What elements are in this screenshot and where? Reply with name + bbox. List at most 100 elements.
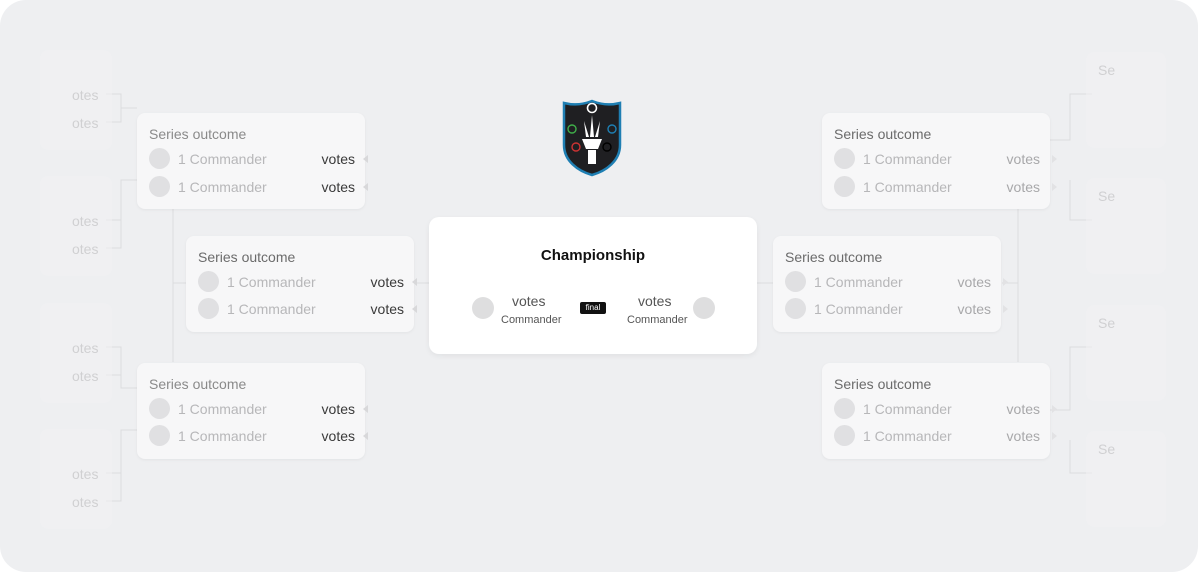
contender-name: 1 Commander: [227, 301, 316, 317]
connector-notch: [1052, 432, 1057, 440]
votes-label: votes: [512, 293, 546, 309]
ghost-title-label: Se: [1098, 315, 1116, 331]
contender-name: 1 Commander: [178, 401, 267, 417]
series-row[interactable]: 1 Commander votes: [149, 398, 368, 420]
contender-name: 1 Commander: [178, 151, 267, 167]
ghost-card: [1086, 305, 1166, 401]
series-row[interactable]: 1 Commander votes: [785, 271, 1008, 293]
votes-label: votes: [1006, 401, 1040, 417]
avatar: [472, 297, 494, 319]
votes-label: votes: [321, 151, 355, 167]
ghost-title-label: Se: [1098, 441, 1116, 457]
votes-label: votes: [321, 401, 355, 417]
contender-name: Commander: [501, 314, 562, 326]
championship-card[interactable]: Championship votes Commander final votes…: [429, 217, 757, 354]
avatar: [834, 398, 855, 419]
votes-label: votes: [1006, 151, 1040, 167]
votes-label: votes: [370, 301, 404, 317]
ghost-votes-label: otes: [72, 368, 99, 384]
contender-name: 1 Commander: [863, 401, 952, 417]
ghost-title-label: Se: [1098, 62, 1116, 78]
avatar: [834, 176, 855, 197]
avatar: [785, 271, 806, 292]
ghost-votes-label: otes: [72, 241, 99, 257]
series-title: Series outcome: [149, 376, 247, 392]
series-row[interactable]: 1 Commander votes: [198, 271, 417, 293]
ghost-votes-label: otes: [72, 494, 99, 510]
connector-notch: [1003, 278, 1008, 286]
championship-title: Championship: [540, 247, 646, 264]
votes-label: votes: [370, 274, 404, 290]
connector-notch: [363, 405, 368, 413]
votes-label: votes: [321, 428, 355, 444]
ghost-card: [40, 50, 112, 150]
ghost-votes-label: otes: [72, 115, 99, 131]
ghost-card: [40, 303, 112, 403]
series-row[interactable]: 1 Commander votes: [149, 425, 368, 447]
connector-notch: [412, 278, 417, 286]
votes-label: votes: [957, 274, 991, 290]
series-title: Series outcome: [834, 376, 932, 392]
contender-name: 1 Commander: [178, 428, 267, 444]
series-row[interactable]: 1 Commander votes: [834, 148, 1057, 170]
series-card-right-bottom[interactable]: Series outcome 1 Commander votes 1 Comma…: [822, 363, 1057, 459]
series-card-right-mid[interactable]: Series outcome 1 Commander votes 1 Comma…: [773, 236, 1008, 332]
contender-name: 1 Commander: [178, 179, 267, 195]
series-title: Series outcome: [834, 126, 932, 142]
connector-notch: [363, 155, 368, 163]
ghost-votes-label: otes: [72, 87, 99, 103]
series-title: Series outcome: [149, 126, 247, 142]
ghost-card: [40, 176, 112, 276]
ghost-card: [1086, 178, 1166, 274]
ghost-votes-label: otes: [72, 340, 99, 356]
avatar: [149, 176, 170, 197]
final-badge: final: [580, 302, 606, 314]
series-title: Series outcome: [198, 249, 296, 265]
avatar: [198, 271, 219, 292]
connector-notch: [1052, 183, 1057, 191]
connector-notch: [363, 183, 368, 191]
contender-name: 1 Commander: [814, 274, 903, 290]
series-card-left-top[interactable]: Series outcome 1 Commander votes 1 Comma…: [137, 113, 368, 209]
series-row[interactable]: 1 Commander votes: [149, 176, 368, 198]
connector-notch: [412, 305, 417, 313]
ghost-card: [1086, 431, 1166, 527]
avatar: [834, 425, 855, 446]
avatar: [785, 298, 806, 319]
votes-label: votes: [321, 179, 355, 195]
series-row[interactable]: 1 Commander votes: [834, 176, 1057, 198]
contender-name: Commander: [627, 314, 688, 326]
series-row[interactable]: 1 Commander votes: [149, 148, 368, 170]
ghost-votes-label: otes: [72, 466, 99, 482]
avatar: [693, 297, 715, 319]
connector-notch: [1052, 405, 1057, 413]
ghost-card: [1086, 52, 1166, 148]
ghost-card: [40, 429, 112, 529]
votes-label: votes: [957, 301, 991, 317]
series-row[interactable]: 1 Commander votes: [834, 398, 1057, 420]
avatar: [149, 398, 170, 419]
contender-name: 1 Commander: [227, 274, 316, 290]
avatar: [149, 148, 170, 169]
votes-label: votes: [638, 293, 672, 309]
ghost-title-label: Se: [1098, 188, 1116, 204]
series-row[interactable]: 1 Commander votes: [834, 425, 1057, 447]
contender-name: 1 Commander: [863, 179, 952, 195]
series-card-right-top[interactable]: Series outcome 1 Commander votes 1 Comma…: [822, 113, 1057, 209]
series-card-left-bottom[interactable]: Series outcome 1 Commander votes 1 Comma…: [137, 363, 368, 459]
series-row[interactable]: 1 Commander votes: [198, 298, 417, 320]
league-shield-logo: [562, 99, 622, 177]
contender-name: 1 Commander: [863, 428, 952, 444]
connector-notch: [363, 432, 368, 440]
series-card-left-mid[interactable]: Series outcome 1 Commander votes 1 Comma…: [186, 236, 417, 332]
series-title: Series outcome: [785, 249, 883, 265]
connector-notch: [1052, 155, 1057, 163]
series-row[interactable]: 1 Commander votes: [785, 298, 1008, 320]
avatar: [834, 148, 855, 169]
avatar: [149, 425, 170, 446]
votes-label: votes: [1006, 428, 1040, 444]
avatar: [198, 298, 219, 319]
ghost-votes-label: otes: [72, 213, 99, 229]
